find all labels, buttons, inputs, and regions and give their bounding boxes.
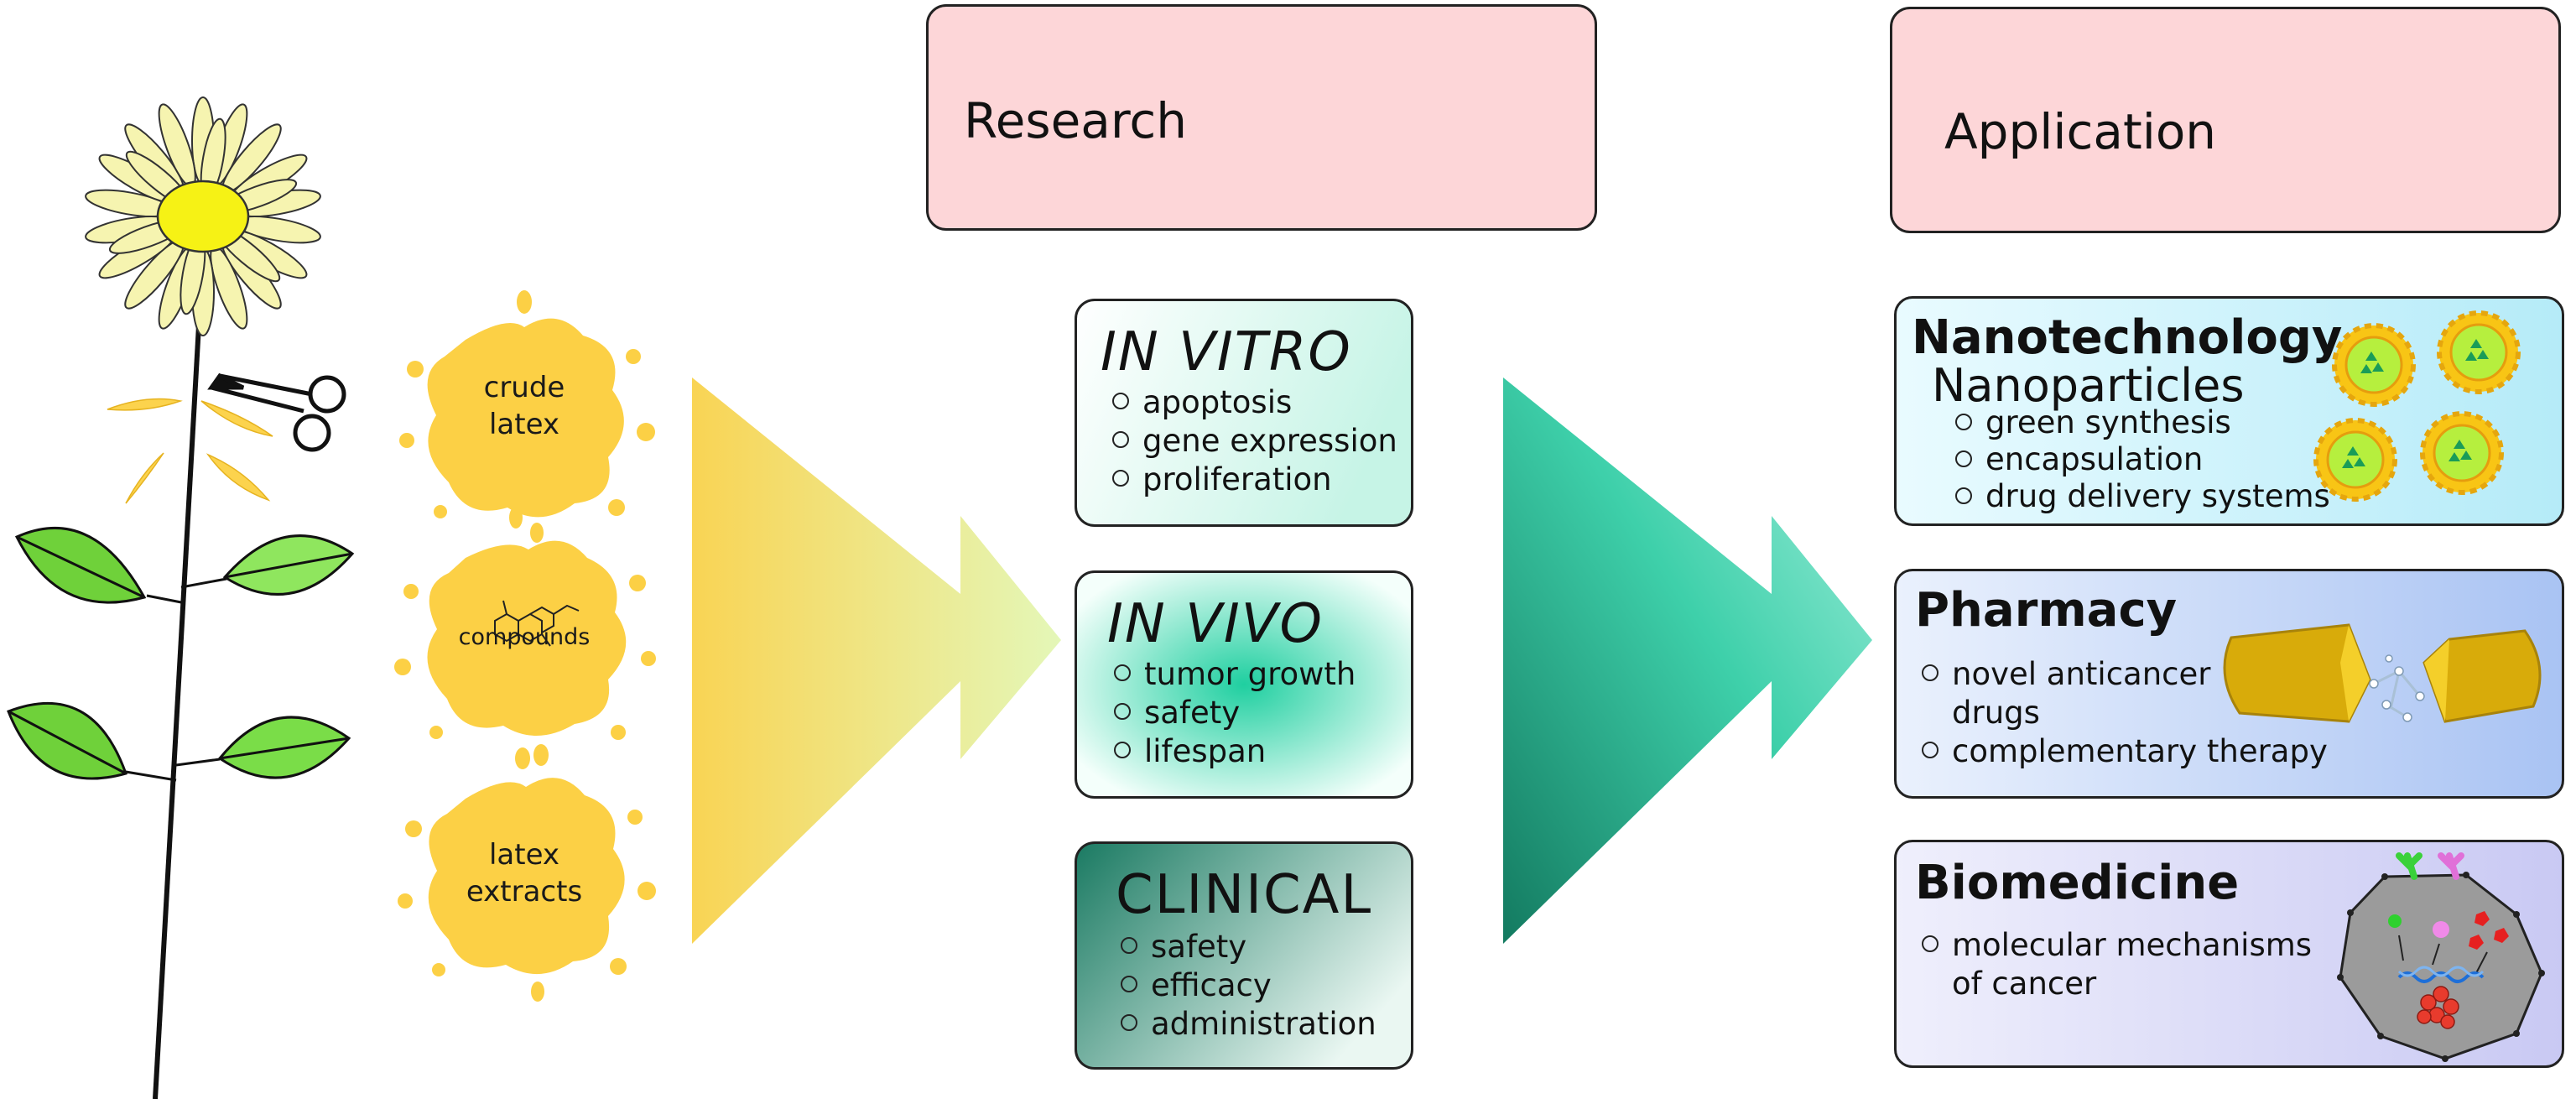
list-item: safety xyxy=(1121,928,1376,966)
list-item: lifespan xyxy=(1114,732,1356,771)
list-item: gene expression xyxy=(1112,422,1397,461)
pharmacy-list: novel anticancer drugs complementary the… xyxy=(1922,655,2328,771)
research-header-box: Research xyxy=(926,4,1597,231)
list-item: safety xyxy=(1114,694,1356,732)
in-vivo-box-bg xyxy=(1076,572,1412,797)
cancer-cell-icon xyxy=(2337,852,2545,1062)
list-item: complementary therapy xyxy=(1922,732,2328,771)
nanoparticles-subtitle: Nanoparticles xyxy=(1932,359,2245,412)
source-label-compounds: compounds xyxy=(458,624,591,650)
flower-petals xyxy=(85,96,321,336)
nanotechnology-list: green synthesis encapsulation drug deliv… xyxy=(1955,404,2330,515)
list-item: proliferation xyxy=(1112,461,1397,499)
biomedicine-title: Biomedicine xyxy=(1915,856,2240,910)
nanotechnology-box: Nanotechnology Nanoparticles green synth… xyxy=(1894,296,2564,526)
list-item: administration xyxy=(1121,1005,1376,1044)
clinical-box-bg xyxy=(1076,843,1412,1068)
plant-illustration xyxy=(7,96,355,1100)
arrow-teal xyxy=(1503,378,1872,944)
research-title: Research xyxy=(964,92,1188,149)
leaf xyxy=(14,526,147,604)
clinical-box: CLINICAL safety efficacy administration xyxy=(1075,841,1413,1070)
clinical-list: safety efficacy administration xyxy=(1121,928,1376,1044)
biomedicine-box: Biomedicine molecular mechanisms of canc… xyxy=(1894,840,2564,1068)
list-item: molecular mechanisms of cancer xyxy=(1922,926,2312,1003)
molecule-icon xyxy=(494,600,580,647)
splash-latex-extracts xyxy=(398,747,656,1002)
list-item: green synthesis xyxy=(1955,404,2330,441)
arrow-yellow xyxy=(692,378,1061,944)
in-vitro-box-bg xyxy=(1076,300,1412,525)
cut-petals xyxy=(107,398,273,504)
pharmacy-box: Pharmacy novel anticancer drugs compleme… xyxy=(1894,569,2564,799)
leaf xyxy=(7,701,127,780)
splash-crude-latex xyxy=(399,290,655,543)
in-vitro-box: IN VITRO apoptosis gene expression proli… xyxy=(1075,299,1413,527)
list-item: efficacy xyxy=(1121,966,1376,1005)
application-title: Application xyxy=(1944,103,2217,160)
biomedicine-list: molecular mechanisms of cancer xyxy=(1922,926,2312,1003)
source-label-latex-extracts: latex extracts xyxy=(466,838,583,909)
clinical-title: CLINICAL xyxy=(1116,864,1373,926)
source-label-crude-latex: crude latex xyxy=(483,371,565,441)
nanoparticles-icon xyxy=(2313,310,2521,502)
list-item: novel anticancer drugs xyxy=(1922,655,2328,732)
list-item: encapsulation xyxy=(1955,441,2330,478)
capsule-icon xyxy=(2223,623,2542,723)
in-vitro-title: IN VITRO xyxy=(1101,321,1352,383)
list-item: drug delivery systems xyxy=(1955,478,2330,515)
in-vitro-list: apoptosis gene expression proliferation xyxy=(1112,383,1397,499)
nanotechnology-title: Nanotechnology xyxy=(1912,310,2343,365)
list-item: apoptosis xyxy=(1112,383,1397,422)
list-item: tumor growth xyxy=(1114,655,1356,694)
in-vivo-title: IN VIVO xyxy=(1107,593,1324,655)
application-header-box: Application xyxy=(1890,7,2561,233)
scissors-icon xyxy=(207,372,346,452)
in-vivo-box: IN VIVO tumor growth safety lifespan xyxy=(1075,570,1413,799)
flower-center xyxy=(156,180,250,253)
in-vivo-list: tumor growth safety lifespan xyxy=(1114,655,1356,771)
pharmacy-title: Pharmacy xyxy=(1915,583,2178,638)
leaves xyxy=(7,526,355,782)
